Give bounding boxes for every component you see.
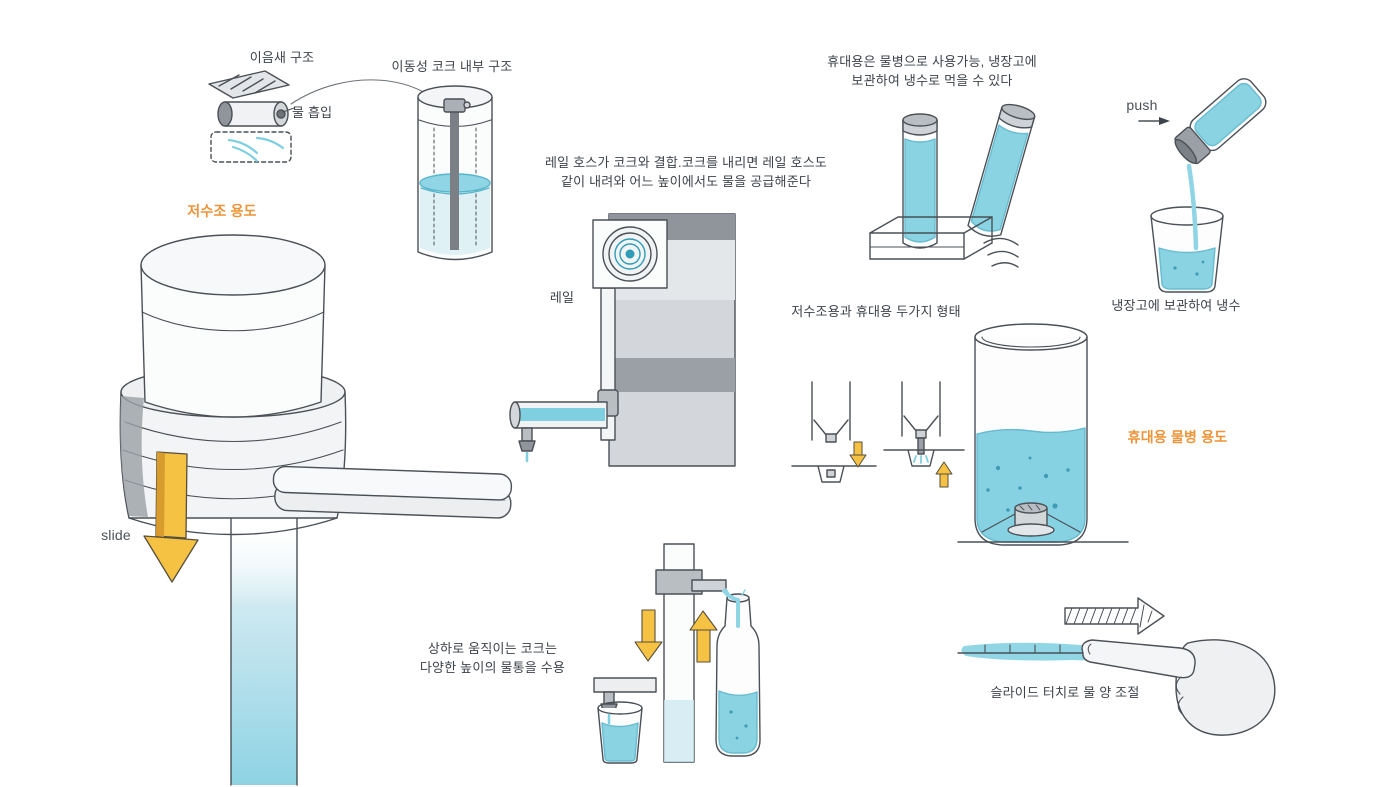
main-dispenser-sketch [119,234,513,786]
hand-strokes [983,237,1019,268]
dispenser-column [231,520,297,785]
engage-up-arrow-icon [935,461,953,488]
spout-arm [691,579,727,592]
insert-down-arrow-icon [849,441,867,468]
water-smear [961,642,1101,661]
hose-reel-coil [592,219,668,289]
pouring-sketch [1138,78,1267,293]
label-portable-line2: 보관하여 냉수로 먹을 수 있다 [851,73,1013,88]
tilted-bottle [1174,78,1267,165]
hatched-plate [208,70,290,99]
holder-basket [869,216,993,260]
bottle-holder-sketch [869,103,1036,268]
lower-shelf-cock [593,677,657,714]
inner-hose [450,110,459,250]
portable-bottle-tilted [967,103,1036,237]
rail-mechanism-sketch [509,213,736,467]
label-slide: slide [101,527,131,543]
label-updown-line1: 상하로 움직이는 코크는 [427,641,558,656]
label-rail-hose-desc: 레일 호스가 코크와 결합.코크를 내리면 레일 호스도 같이 내려와 어느 높… [526,153,846,191]
reservoir-tank [140,234,326,418]
movable-cock-tower-sketch [417,85,493,261]
index-finger [1081,639,1196,679]
portable-bottle-sketch [957,323,1129,546]
pour-stream [722,589,740,628]
dock-detail-separated [791,381,877,483]
collar-shading [120,396,148,517]
push-arrow-icon [1138,117,1170,125]
small-cup [597,701,643,764]
label-rail-hose-line2: 같이 내려와 어느 높이에서도 물을 공급해준다 [560,174,812,189]
water-flow-lines [227,136,285,163]
joint-cylinder [217,101,289,127]
label-fridge-cold: 냉장고에 보관하여 냉수 [1111,298,1241,313]
height-adjust-sketch [593,543,761,764]
cock-pipe [509,401,608,463]
label-rail-hose-line1: 레일 호스가 코크와 결합.코크를 내리면 레일 호스도 [544,155,828,170]
pour-stream [1186,163,1199,251]
hatched-right-arrow-icon [1064,597,1165,635]
label-joint-structure: 이음새 구조 [249,50,315,65]
slide-down-arrow-icon [143,451,199,583]
label-portable-line1: 휴대용은 물병으로 사용가능, 냉장고에 [827,54,1037,69]
bottle-water [976,427,1086,543]
slide-touch-sketch [957,597,1276,736]
label-reservoir-use: 저수조 용도 [187,203,257,219]
joint-structure-sketch [208,70,453,163]
hose-connector [443,98,466,113]
label-updown-desc: 상하로 움직이는 코크는 다양한 높이의 물통을 수용 [390,639,595,677]
label-rail: 레일 [549,290,575,305]
portable-bottle-upright [902,113,938,249]
label-portable-desc: 휴대용은 물병으로 사용가능, 냉장고에 보관하여 냉수로 먹을 수 있다 [780,52,1084,90]
dispenser-tower [608,213,736,467]
bottle-dock-detail-sketch [791,381,965,488]
label-push: push [1126,97,1158,113]
dock-detail-engaged [883,381,965,467]
drip-tray [272,465,513,519]
label-updown-line2: 다양한 높이의 물통을 수용 [419,660,566,675]
hand [1081,639,1276,736]
label-cock-structure: 이동성 코크 내부 구조 [391,59,513,74]
label-two-types: 저수조용과 휴대용 두가지 형태 [791,304,961,319]
label-portable-bottle-use: 휴대용 물병 용도 [1127,429,1228,445]
bottom-valve [1007,502,1055,537]
height-adjust-arrows-icon [634,609,718,663]
label-slide-touch: 슬라이드 터치로 물 양 조절 [990,685,1140,700]
intake-housing [210,131,292,163]
label-water-intake: 물 흡입 [292,105,333,120]
